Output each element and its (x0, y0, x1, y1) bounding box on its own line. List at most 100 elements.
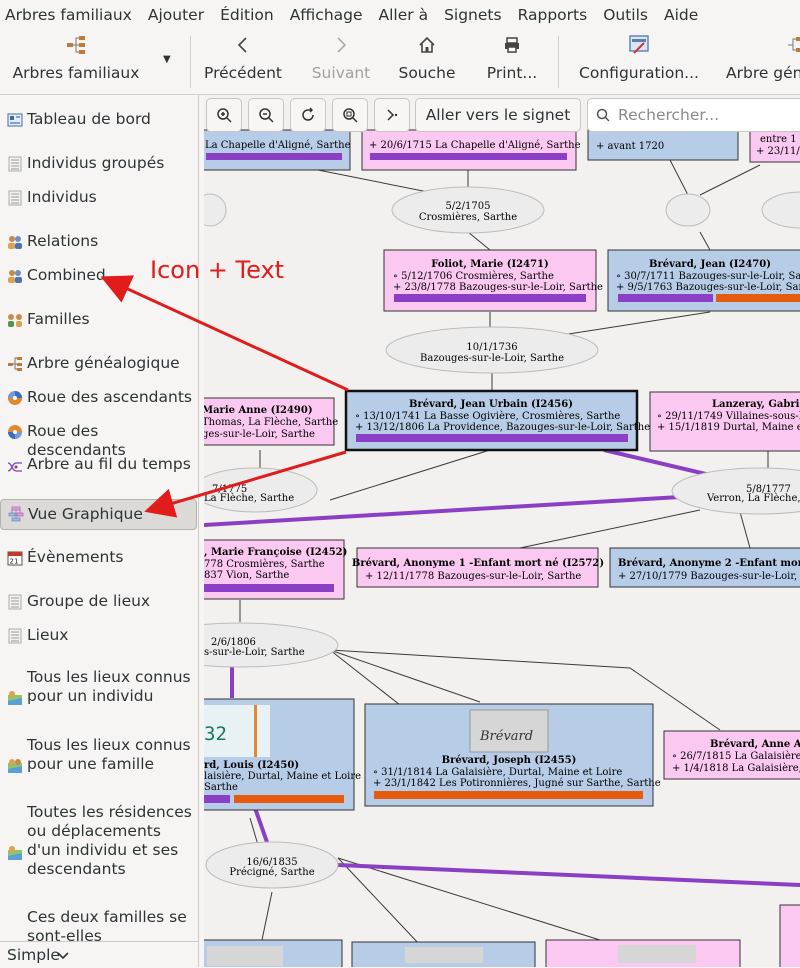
person-box-brevard-anne[interactable]: Brévard, Anne Ad ∘ 26/7/1815 La Galaisiè… (663, 730, 800, 780)
go-to-active-button[interactable] (374, 98, 410, 132)
family-node[interactable] (204, 193, 227, 227)
family-date: 2/6/1806 (211, 637, 256, 648)
print-label: Print... (486, 64, 538, 82)
person-box-lanzeray-gabrielle[interactable]: Lanzeray, Gabrielle ( ∘ 29/11/1749 Villa… (649, 391, 800, 452)
family-tree-icon (65, 30, 87, 60)
person-box-foliot-marie[interactable]: Foliot, Marie (I2471) ∘ 5/12/1706 Crosmi… (383, 249, 603, 312)
forward-button[interactable]: Suivant (308, 30, 374, 94)
go-to-bookmark-button[interactable]: Aller vers le signet (415, 98, 581, 132)
person-death: + 23/8/1778 Bazouges-sur-le-Loir, Sarthe (393, 282, 603, 293)
chevron-right-dot-icon (387, 109, 398, 121)
menu-go[interactable]: Aller à (378, 6, 429, 24)
top-right-person-box[interactable]: + avant 1720 (587, 129, 739, 161)
map-person-icon (8, 691, 22, 705)
annotation-label: Icon + Text (150, 256, 285, 284)
sidebar-item-label: Tableau de bord (27, 110, 151, 128)
sidebar-item-label: Tous les lieux connus pour une famille (27, 736, 191, 773)
family-node-1777[interactable]: 5/8/1777 Verron, La Flèche, S (671, 467, 800, 515)
family-node-1806[interactable]: 2/6/1806 s-sur-le-Loir, Sarthe (204, 622, 339, 668)
search-field[interactable]: Rechercher... (587, 98, 800, 132)
sidebar-item-map-moves[interactable]: Toutes les résidences ou déplacements d'… (0, 803, 195, 883)
family-node-1835[interactable]: 16/6/1835 Précigné, Sarthe (205, 841, 339, 889)
family-node-1705[interactable]: 5/2/1705 Crosmières, Sarthe (391, 186, 545, 234)
bottom-person-box-1[interactable] (204, 939, 343, 967)
sidebar-item-pedigree[interactable]: Arbre généalogique (0, 354, 195, 374)
family-node[interactable] (761, 191, 800, 229)
sidebar-item-places[interactable]: Lieux (0, 626, 195, 646)
sidebar-mode-selector[interactable]: Simple (0, 941, 198, 968)
person-name: Brévard, Anne Ad (710, 739, 800, 750)
print-button[interactable]: Print... (484, 30, 540, 94)
pedigree-icon (8, 357, 22, 371)
top-far-person-box[interactable]: entre 1 + 23/11/ (749, 129, 800, 163)
combined-icon (8, 270, 22, 283)
menu-add[interactable]: Ajouter (147, 6, 205, 24)
best-fit-button[interactable] (332, 98, 368, 132)
sidebar-item-people[interactable]: Individus (0, 188, 195, 208)
bottom-person-box-3[interactable] (545, 939, 741, 967)
person-death: + avant 1720 (596, 141, 664, 152)
sidebar-item-descendant-fan[interactable]: Roue des descendants (0, 422, 195, 459)
sidebar-item-ancestor-fan[interactable]: Roue des ascendants (0, 388, 195, 408)
sidebar-item-place-group[interactable]: Groupe de lieux (0, 592, 195, 612)
sidebar-item-relationships[interactable]: Relations (0, 232, 195, 252)
person-box-brevard-jean[interactable]: Brévard, Jean (I2470) ∘ 30/7/1711 Bazoug… (607, 249, 800, 312)
person-box-brevard-jean-urbain[interactable]: Brévard, Jean Urbain (I2456) ∘ 13/10/174… (344, 389, 650, 452)
home-button[interactable]: Souche (397, 30, 457, 94)
bottom-person-box-2[interactable] (351, 941, 536, 967)
sidebar-item-graph-view[interactable]: Vue Graphique (0, 499, 197, 530)
person-death: ges-sur-le-Loir, Sarthe (204, 429, 315, 440)
menu-family-trees[interactable]: Arbres familiaux (5, 6, 132, 24)
person-birth-place: La Chapelle d'Aligné, Sarthe (205, 140, 351, 151)
person-box-marie-francoise[interactable]: , Marie Françoise (I2452) 778 Crosmières… (204, 539, 347, 600)
top-mid-person-box[interactable]: + 20/6/1715 La Chapelle d'Aligné, Sarthe (361, 129, 581, 171)
sidebar-item-label: Lieux (27, 626, 69, 644)
graph-canvas[interactable]: La Chapelle d'Aligné, Sarthe + 20/6/1715… (204, 95, 800, 967)
sidebar-item-dashboard[interactable]: Tableau de bord (0, 110, 195, 130)
top-left-person-box[interactable]: La Chapelle d'Aligné, Sarthe (204, 129, 351, 171)
sidebar-item-families[interactable]: Familles (0, 310, 195, 330)
person-box-brevard-joseph[interactable]: Brévard Brévard, Joseph (I2455) ∘ 31/1/1… (364, 703, 661, 807)
configuration-label: Configuration... (579, 64, 699, 82)
families-icon (8, 314, 22, 327)
pedigree-toolbar-button[interactable]: Arbre gén (726, 30, 800, 94)
sidebar-item-grouped-people[interactable]: Individus groupés (0, 154, 195, 174)
family-node-1736[interactable]: 10/1/1736 Bazouges-sur-le-Loir, Sarthe (385, 326, 599, 374)
menu-reports[interactable]: Rapports (517, 6, 588, 24)
svg-text:21: 21 (10, 558, 19, 566)
back-button[interactable]: Précédent (200, 30, 286, 94)
menu-bookmarks[interactable]: Signets (444, 6, 502, 24)
sidebar-item-combined[interactable]: Combined (0, 266, 195, 286)
person-death: + 13/12/1806 La Providence, Bazouges-sur… (355, 422, 650, 433)
family-place: Crosmières, Sarthe (419, 212, 517, 223)
family-trees-dropdown-icon[interactable]: ▼ (163, 54, 171, 65)
zoom-in-button[interactable] (206, 98, 242, 132)
sidebar-item-events[interactable]: 21 Évènements (0, 548, 195, 568)
sidebar-item-timeline-tree[interactable]: Arbre au fil du temps (0, 455, 195, 495)
menu-bar: Arbres familiaux Ajouter Édition Afficha… (0, 0, 800, 30)
person-name: , Marie Françoise (I2452) (204, 547, 347, 558)
menu-help[interactable]: Aide (664, 6, 699, 24)
configuration-button[interactable]: Configuration... (579, 30, 699, 94)
zoom-out-button[interactable] (248, 98, 284, 132)
bottom-person-box-4[interactable] (779, 904, 800, 967)
person-box-anonyme-1[interactable]: Brévard, Anonyme 1 -Enfant mort né (I257… (352, 547, 604, 588)
reset-zoom-button[interactable] (290, 98, 326, 132)
family-node-1775[interactable]: 7/1775 La Flèche, Sarthe (204, 467, 318, 513)
menu-tools[interactable]: Outils (603, 6, 648, 24)
person-box-louis[interactable]: 32 rd, Louis (I2450) laisière, Durtal, M… (204, 698, 361, 811)
sidebar-item-map-compare[interactable]: Ces deux familles se sont-elles (0, 908, 195, 948)
person-death: Sarthe (204, 782, 238, 793)
family-node[interactable] (665, 193, 711, 227)
search-placeholder: Rechercher... (618, 106, 720, 124)
sidebar-item-label: Vue Graphique (28, 505, 143, 523)
person-box-marie-anne[interactable]: Marie Anne (I2490) Thomas, La Flèche, Sa… (204, 397, 338, 446)
signature-photo (469, 709, 549, 753)
person-box-anonyme-2[interactable]: Brévard, Anonyme 2 -Enfant mort né + 27/… (609, 547, 800, 588)
sidebar-item-map-family[interactable]: Tous les lieux connus pour une famille (0, 736, 195, 796)
family-trees-button[interactable]: Arbres familiaux (13, 30, 139, 94)
zoom-in-icon (217, 108, 232, 123)
sidebar-item-map-person[interactable]: Tous les lieux connus pour un individu (0, 668, 195, 728)
menu-edit[interactable]: Édition (220, 6, 274, 24)
menu-view[interactable]: Affichage (289, 6, 363, 24)
